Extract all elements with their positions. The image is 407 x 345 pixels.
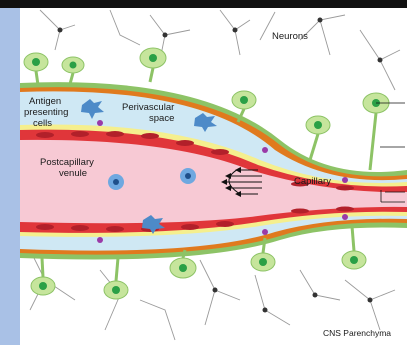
left-frame-bar xyxy=(0,0,20,345)
label-capillary: Capillary xyxy=(294,176,331,187)
label-neurons: Neurons xyxy=(272,31,308,42)
label-postcapillary-1: Postcapillary xyxy=(40,157,94,168)
label-postcapillary-2: venule xyxy=(59,168,87,179)
label-antigen-presenting-1: Antigen xyxy=(29,96,61,107)
label-perivascular-1: Perivascular xyxy=(122,102,174,113)
label-antigen-presenting-2: presenting xyxy=(24,107,68,118)
top-header-bar xyxy=(0,0,407,8)
label-antigen-presenting-3: cells xyxy=(33,118,52,129)
label-perivascular-2: space xyxy=(149,113,174,124)
label-cns-parenchyma: CNS Parenchyma xyxy=(323,328,391,338)
